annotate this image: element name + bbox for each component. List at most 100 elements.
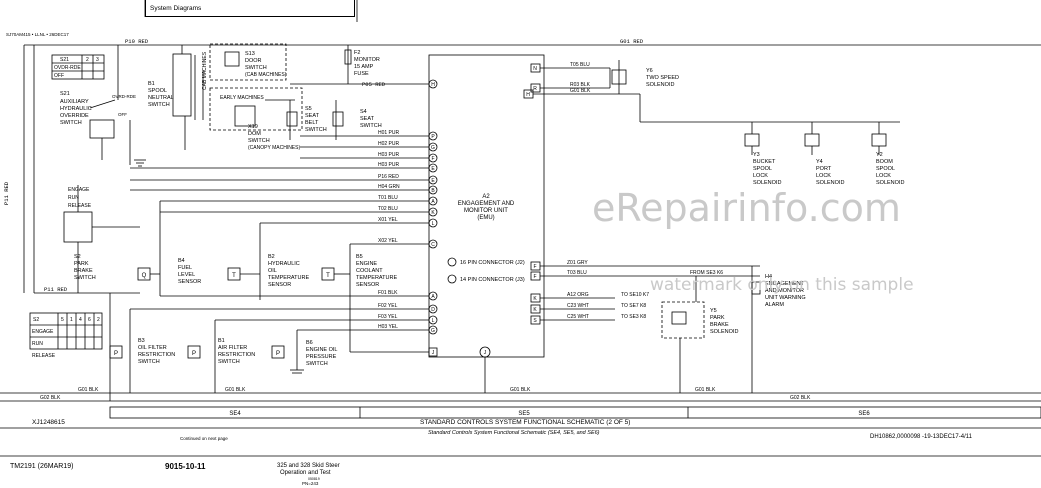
gnd-wire-6: G02 BLK [790, 395, 811, 401]
wire-x01: X01 YEL [378, 217, 398, 223]
wire-z01: Z01 GRY [567, 260, 588, 266]
footer-page-code: 9015-10-11 [165, 462, 206, 471]
y6-id: Y6 [646, 68, 653, 74]
rpin-f2: F [533, 274, 536, 280]
svg-text:T: T [232, 273, 236, 279]
s5-name-3: SWITCH [305, 127, 327, 133]
y2-name-4: SOLENOID [876, 180, 904, 186]
h4-name-4: ALARM [765, 302, 784, 308]
b1b-id: B1 [218, 338, 225, 344]
pin-g: G [431, 145, 435, 151]
s2-col-6: 6 [88, 317, 91, 323]
section-title: System Diagrams [150, 5, 202, 12]
y3-name-3: LOCK [753, 173, 768, 179]
a2-name-2: MONITOR UNIT [464, 208, 508, 214]
b1-name-2: NEUTRAL [148, 95, 174, 101]
b1-name-1: SPOOL [148, 88, 167, 94]
gnd-wire-3: G02 BLK [40, 395, 61, 401]
s2-row-run: RUN [32, 341, 43, 347]
rpin-k2: K [533, 307, 537, 313]
s21-name-3: OVERRIDE [60, 113, 89, 119]
s2-col-1: 1 [70, 317, 73, 323]
pin-l2: L [432, 318, 435, 324]
s2-col-4: 4 [79, 317, 82, 323]
f2-id: F2 [354, 50, 360, 56]
b4-name-3: SENSOR [178, 279, 201, 285]
gnd-wire-4: G01 BLK [510, 387, 531, 393]
b6-name-3: SWITCH [306, 361, 328, 367]
s21-table-head: S21 [60, 57, 69, 63]
pin-k: K [431, 210, 435, 216]
wire-t03: T03 BLU [567, 270, 587, 276]
f2-name-1: MONITOR [354, 57, 380, 63]
wire-t01: T01 BLU [378, 195, 398, 201]
s2-table-head: S2 [33, 317, 39, 323]
s21-row-off: OFF [54, 73, 64, 79]
footer-title-2: Operation and Test [280, 470, 331, 476]
b4-name-2: LEVEL [178, 272, 195, 278]
pin-p: P [431, 134, 435, 140]
top-ref: SJ70AM415 • LLNL • 26DEC17 [6, 32, 69, 37]
b5-name-4: SENSOR [356, 282, 379, 288]
caption-subtitle: Standard Controls System Functional Sche… [428, 430, 600, 436]
s21-name-1: AUXILIARY [60, 99, 89, 105]
wire-r03: R03 BLK [570, 82, 591, 88]
wire-p10: P10 RED [125, 38, 149, 45]
s2-name-1: PARK [74, 261, 89, 267]
pin-c: C [431, 242, 435, 248]
rpin-r: R [533, 86, 537, 92]
s21-row-ovdr: OVDR-RDE [54, 65, 81, 71]
b6-id: B6 [306, 340, 313, 346]
wire-g01-red: G01 RED [620, 38, 644, 45]
s2-name-2: BRAKE [74, 268, 93, 274]
footer-title-1: 325 and 328 Skid Steer [277, 463, 340, 469]
b5-name-3: TEMPERATURE [356, 275, 397, 281]
s5-name-2: BELT [305, 120, 319, 126]
b1-id: B1 [148, 81, 155, 87]
b6-name-2: PRESSURE [306, 354, 337, 360]
b2-name-1: HYDRAULIC [268, 261, 300, 267]
rpin-k: K [533, 296, 537, 302]
pin-e: E [431, 166, 435, 172]
y3-id: Y3 [753, 152, 760, 158]
ref-se10-k7: TO SE10 K7 [621, 292, 649, 298]
wire-f03: F03 YEL [378, 314, 398, 320]
wire-f01: F01 BLK [378, 290, 398, 296]
y6-name-2: SOLENOID [646, 82, 674, 88]
b3-id: B3 [138, 338, 145, 344]
wire-h03: H03 PUR [378, 152, 400, 158]
rpin-h: H [526, 92, 530, 98]
s21-col-2: 2 [86, 57, 89, 63]
svg-text:Q: Q [142, 273, 147, 279]
gnd-wire-1: G01 BLK [78, 387, 99, 393]
f2-name-3: FUSE [354, 71, 369, 77]
s21-col-3: 3 [96, 57, 99, 63]
s13-name-2: SWITCH [245, 65, 267, 71]
b3-name-1: OIL FILTER [138, 345, 167, 351]
connector-j2: 16 PIN CONNECTOR (J2) [460, 260, 525, 266]
s13-name-3: (CAB MACHINES) [245, 72, 287, 78]
b4-name-1: FUEL [178, 265, 192, 271]
y5-name-3: SOLENOID [710, 329, 738, 335]
h4-name-3: UNIT WARNING [765, 295, 806, 301]
y4-name-3: SOLENOID [816, 180, 844, 186]
y2-id: Y2 [876, 152, 883, 158]
s13-name-1: DOOR [245, 58, 262, 64]
cab-machines-label: CAB MACHINES [202, 51, 208, 90]
wire-g01-blk: G01 BLK [570, 88, 591, 94]
s2-engage: ENGAGE [68, 187, 90, 193]
pin-a2: A [431, 294, 435, 300]
s5-id: S5 [305, 106, 312, 112]
section-se4: SE4 [229, 411, 241, 417]
s21-name-2: HYDRAULIC [60, 106, 92, 112]
pin-l: L [432, 221, 435, 227]
h4-id: H4 [765, 274, 772, 280]
y6-name-1: TWO SPEED [646, 75, 679, 81]
ref-se7-k8: TO SE7 K8 [621, 303, 646, 309]
section-se5: SE5 [518, 411, 530, 417]
y3-name-4: SOLENOID [753, 180, 781, 186]
b2-name-3: TEMPERATURE [268, 275, 309, 281]
watermark-main: eRepairinfo.com [592, 186, 901, 230]
b1b-name-1: AIR FILTER [218, 345, 247, 351]
